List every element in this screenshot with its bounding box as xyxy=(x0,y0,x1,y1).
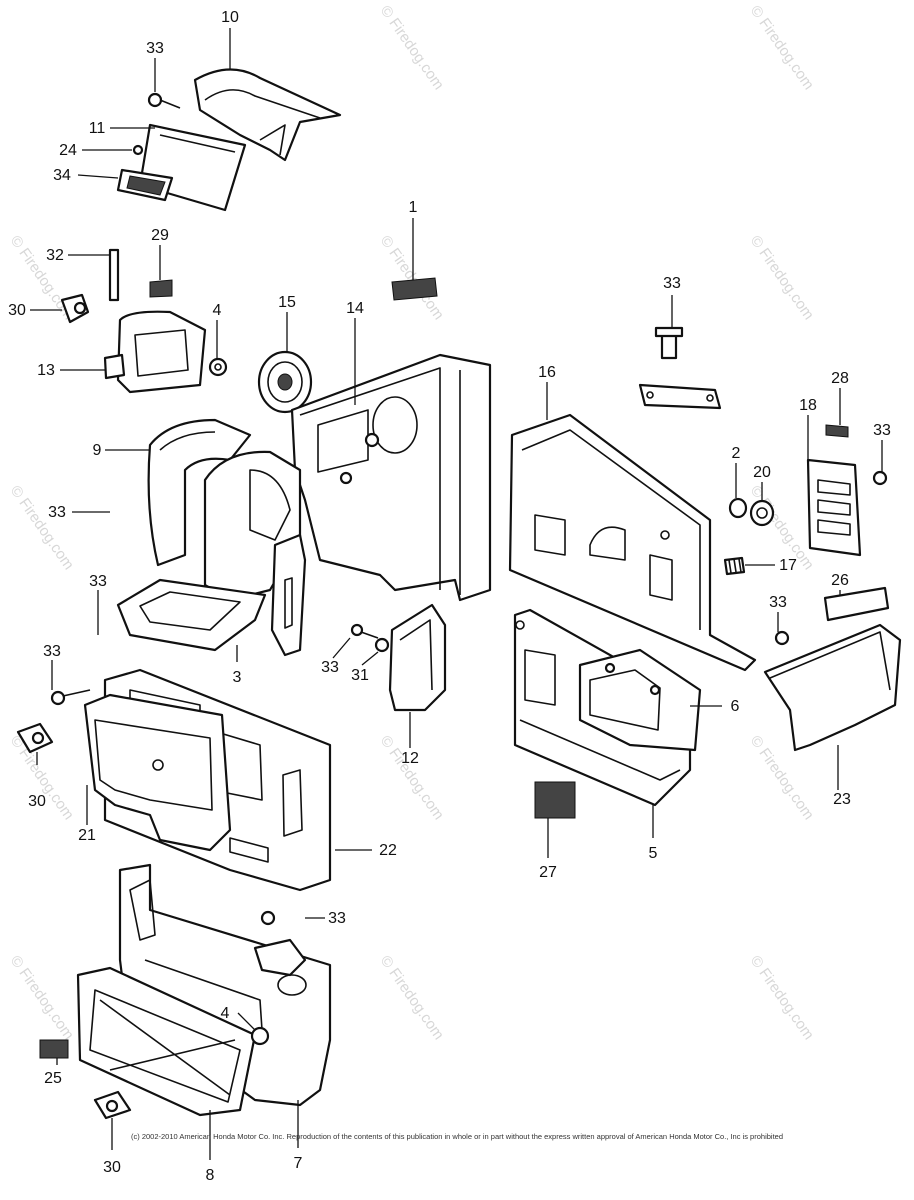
callout-31: 31 xyxy=(351,667,369,684)
watermark: © Firedog.com xyxy=(747,953,817,1044)
part-12-bracket xyxy=(388,603,447,712)
callout-14: 14 xyxy=(346,300,364,317)
part-17-spring xyxy=(723,556,746,576)
part-6-panel xyxy=(578,648,702,752)
part-28-label xyxy=(825,424,849,438)
part-27-label xyxy=(534,781,576,819)
callout-33: 33 xyxy=(663,275,681,292)
callout-33: 33 xyxy=(43,643,61,660)
part-18-plate xyxy=(806,458,862,557)
part-32-rod xyxy=(108,248,120,302)
callout-27: 27 xyxy=(539,864,557,881)
callout-21: 21 xyxy=(78,827,96,844)
callout-30: 30 xyxy=(103,1159,121,1176)
callout-2: 2 xyxy=(732,445,741,462)
part-15-pulley xyxy=(257,350,313,414)
part-16-right-frame xyxy=(508,413,757,672)
callout-4: 4 xyxy=(221,1005,230,1022)
part-3-tray xyxy=(116,578,267,652)
part-24-screw xyxy=(132,144,144,156)
callout-7: 7 xyxy=(294,1155,303,1172)
callout-33: 33 xyxy=(328,910,346,927)
callout-28: 28 xyxy=(831,370,849,387)
callout-18: 18 xyxy=(799,397,817,414)
part-20-nut xyxy=(749,499,775,527)
callout-24: 24 xyxy=(59,142,77,159)
callout-1: 1 xyxy=(409,199,418,216)
callout-33: 33 xyxy=(873,422,891,439)
part-8-lower-panel xyxy=(76,966,257,1117)
part-33-bolt-top xyxy=(147,92,181,109)
callout-6: 6 xyxy=(731,698,740,715)
copyright-notice: (c) 2002-2010 American Honda Motor Co. I… xyxy=(130,1132,783,1141)
part-4-nut-upper xyxy=(208,357,228,377)
callout-labels: 10 33 11 24 34 1 29 32 33 15 30 4 14 13 … xyxy=(8,9,891,1184)
part-26-label xyxy=(823,586,890,622)
callout-4: 4 xyxy=(213,302,222,319)
part-33-bolt-right-low xyxy=(774,630,790,646)
part-33-bolt-right-top xyxy=(654,326,684,360)
callout-13: 13 xyxy=(37,362,55,379)
callout-33: 33 xyxy=(48,504,66,521)
callout-33: 33 xyxy=(146,40,164,57)
callout-23: 23 xyxy=(833,791,851,808)
part-33-bolt-mid xyxy=(350,623,379,639)
part-33-bolt-lower xyxy=(260,910,276,926)
gasket-plate xyxy=(638,383,722,410)
part-10-top-cover xyxy=(193,68,342,162)
side-bracket xyxy=(270,533,307,657)
part-2-nut xyxy=(728,497,748,519)
watermark: © Firedog.com xyxy=(377,233,447,324)
part-30-wing-nut-upper xyxy=(60,293,90,324)
callout-5: 5 xyxy=(649,845,658,862)
callout-33: 33 xyxy=(321,659,339,676)
callout-16: 16 xyxy=(538,364,556,381)
part-1-label xyxy=(391,277,438,301)
callout-12: 12 xyxy=(401,750,419,767)
callout-11: 11 xyxy=(89,120,106,137)
callout-25: 25 xyxy=(44,1070,62,1087)
part-29-label xyxy=(149,279,173,298)
callout-17: 17 xyxy=(779,557,797,574)
callout-30: 30 xyxy=(28,793,46,810)
part-30-wing-nut-mid xyxy=(16,722,54,754)
callout-15: 15 xyxy=(278,294,296,311)
part-34-label-plate xyxy=(116,168,174,202)
part-33-bolt-mid-left xyxy=(50,689,91,706)
watermark: © Firedog.com xyxy=(377,733,447,824)
part-21-panel-frame xyxy=(83,693,232,852)
callout-33: 33 xyxy=(89,573,107,590)
watermark: © Firedog.com xyxy=(747,233,817,324)
part-4-nut-lower xyxy=(250,1026,270,1046)
part-30-wing-nut-lower xyxy=(93,1090,132,1120)
callout-26: 26 xyxy=(831,572,849,589)
part-9-shroud xyxy=(147,418,252,567)
callout-32: 32 xyxy=(46,247,64,264)
watermark: © Firedog.com xyxy=(377,3,447,94)
part-23-cover xyxy=(763,623,902,752)
part-13-bracket xyxy=(103,310,207,394)
callout-3: 3 xyxy=(233,669,242,686)
callout-29: 29 xyxy=(151,227,169,244)
leader-lines xyxy=(30,28,883,1160)
callout-33: 33 xyxy=(769,594,787,611)
watermark: © Firedog.com xyxy=(7,953,77,1044)
watermark: © Firedog.com xyxy=(377,953,447,1044)
watermark: © Firedog.com xyxy=(747,3,817,94)
part-31-nut xyxy=(374,637,390,653)
part-33-bolt-far-right xyxy=(872,470,888,486)
part-25-label xyxy=(39,1039,69,1059)
callout-9: 9 xyxy=(93,442,102,459)
callout-22: 22 xyxy=(379,842,397,859)
part-14-main-frame xyxy=(290,353,492,602)
callout-34: 34 xyxy=(53,167,71,184)
callout-10: 10 xyxy=(221,9,239,26)
callout-8: 8 xyxy=(206,1167,215,1184)
callout-30: 30 xyxy=(8,302,26,319)
callout-20: 20 xyxy=(753,464,771,481)
watermark: © Firedog.com xyxy=(7,483,77,574)
